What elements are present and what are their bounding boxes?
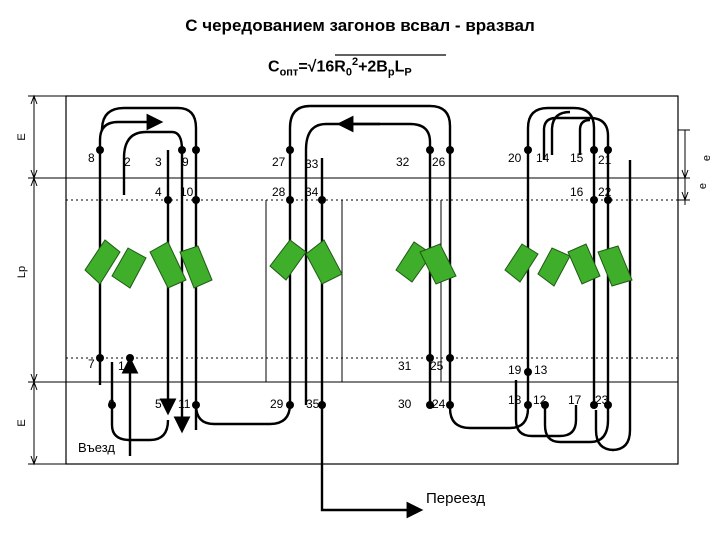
implement-11 xyxy=(567,243,601,285)
node-label: 16 xyxy=(570,185,584,199)
node-label: 12 xyxy=(533,393,547,407)
implement-8 xyxy=(419,243,457,285)
implement-10 xyxy=(537,247,571,287)
node-label: 29 xyxy=(270,397,284,411)
node-label: 25 xyxy=(430,359,444,373)
dim-lp: Lр xyxy=(16,266,28,278)
dim-e-small-2: е xyxy=(697,183,709,189)
node-label: 5 xyxy=(155,397,162,411)
node-dots xyxy=(96,146,612,409)
node-label: 23 xyxy=(595,393,609,407)
dim-e-top: Е xyxy=(16,133,28,140)
node-label: 14 xyxy=(536,151,550,165)
implement-6 xyxy=(305,239,343,285)
entry-label: Въезд xyxy=(78,440,115,455)
node-label: 22 xyxy=(598,185,612,199)
crossing-label: Переезд xyxy=(426,490,485,507)
node-label: 15 xyxy=(570,151,584,165)
node-labels: 8 2 3 9 4 10 27 33 28 34 32 26 20 14 15 … xyxy=(88,151,612,411)
node-label: 18 xyxy=(508,393,522,407)
node-label: 26 xyxy=(432,155,446,169)
node-label: 34 xyxy=(305,185,319,199)
dim-e-small-1: е xyxy=(701,155,713,161)
formula: Сопт=√16R02+2BрLР xyxy=(268,56,412,79)
implement-3 xyxy=(149,241,187,289)
field-boundary xyxy=(65,95,679,465)
implement-5 xyxy=(269,239,307,281)
node-label: 33 xyxy=(305,157,319,171)
node-label: 31 xyxy=(398,359,412,373)
node-label: 35 xyxy=(306,397,320,411)
node-label: 19 xyxy=(508,363,522,377)
implement-2 xyxy=(111,247,147,289)
node-label: 1 xyxy=(118,359,125,373)
node-label: 20 xyxy=(508,151,522,165)
implements xyxy=(84,239,633,289)
node-label: 3 xyxy=(155,155,162,169)
node-label: 13 xyxy=(534,363,548,377)
implement-12 xyxy=(597,245,633,287)
node-label: 10 xyxy=(180,185,194,199)
node-label: 28 xyxy=(272,185,286,199)
node-label: 30 xyxy=(398,397,412,411)
implement-1 xyxy=(84,239,121,285)
node-label: 6 xyxy=(108,397,115,411)
node-label: 2 xyxy=(124,155,131,169)
dim-e-bottom: Е xyxy=(16,419,28,426)
node-label: 17 xyxy=(568,393,582,407)
node-label: 4 xyxy=(155,185,162,199)
node-label: 21 xyxy=(598,153,612,167)
node-label: 32 xyxy=(396,155,410,169)
node-label: 27 xyxy=(272,155,286,169)
dimension-left xyxy=(28,94,66,466)
node-label: 7 xyxy=(88,357,95,371)
node-label: 8 xyxy=(88,151,95,165)
node-label: 11 xyxy=(178,397,191,411)
route-paths xyxy=(98,104,632,519)
diagram-title: С чередованием загонов всвал - вразвал xyxy=(185,16,535,35)
dimension-right xyxy=(678,129,690,205)
implement-4 xyxy=(179,245,213,289)
node-label: 24 xyxy=(432,397,446,411)
implement-9 xyxy=(504,243,539,283)
node-label: 9 xyxy=(182,155,189,169)
